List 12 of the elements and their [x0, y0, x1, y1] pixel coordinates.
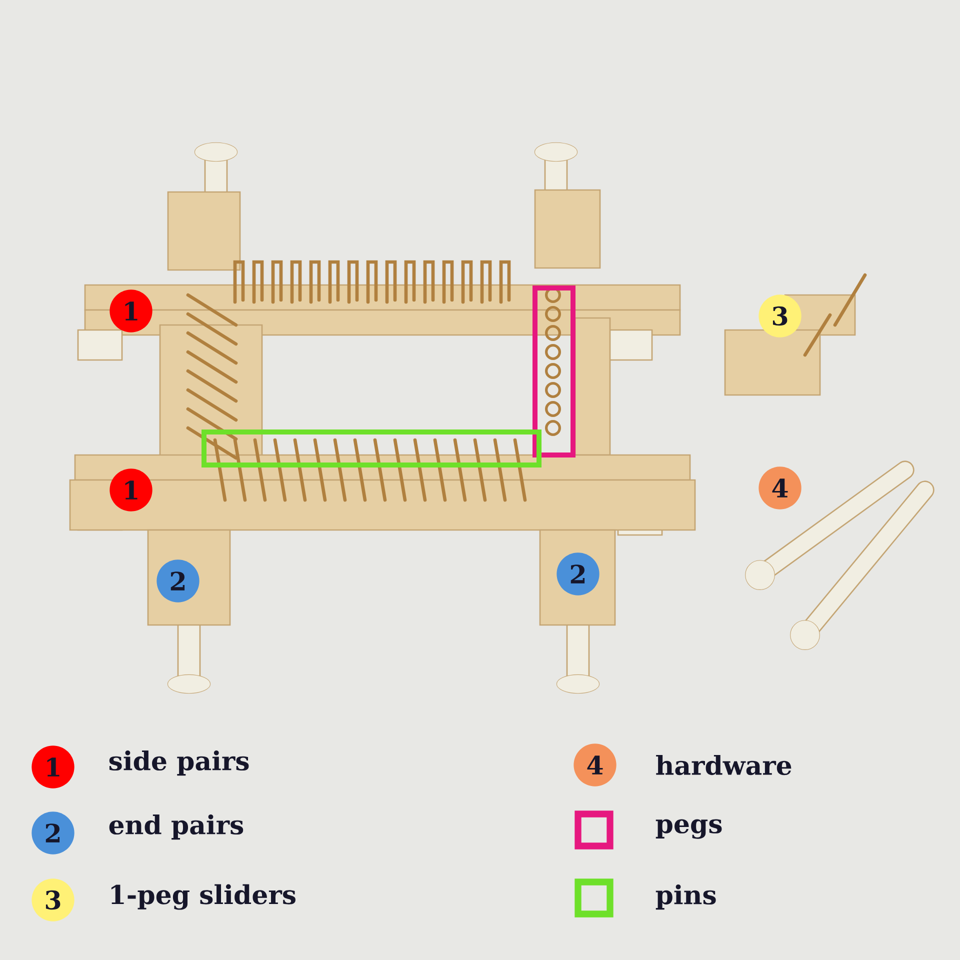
legend-text: 1-peg sliders: [111, 884, 296, 910]
callout-number: 1: [110, 468, 152, 512]
callout-number: 2: [556, 552, 600, 596]
legend-text: hardware: [656, 754, 792, 776]
callout-number: 4: [758, 466, 802, 510]
legend-text: end pairs: [109, 814, 244, 840]
legend-text: pegs: [656, 819, 722, 839]
legend-text: side pairs: [109, 750, 249, 776]
callout-number: 1: [110, 290, 152, 332]
legend-text: pins: [656, 884, 716, 910]
callout-number: 3: [758, 294, 802, 338]
callout-number: 2: [156, 560, 200, 602]
